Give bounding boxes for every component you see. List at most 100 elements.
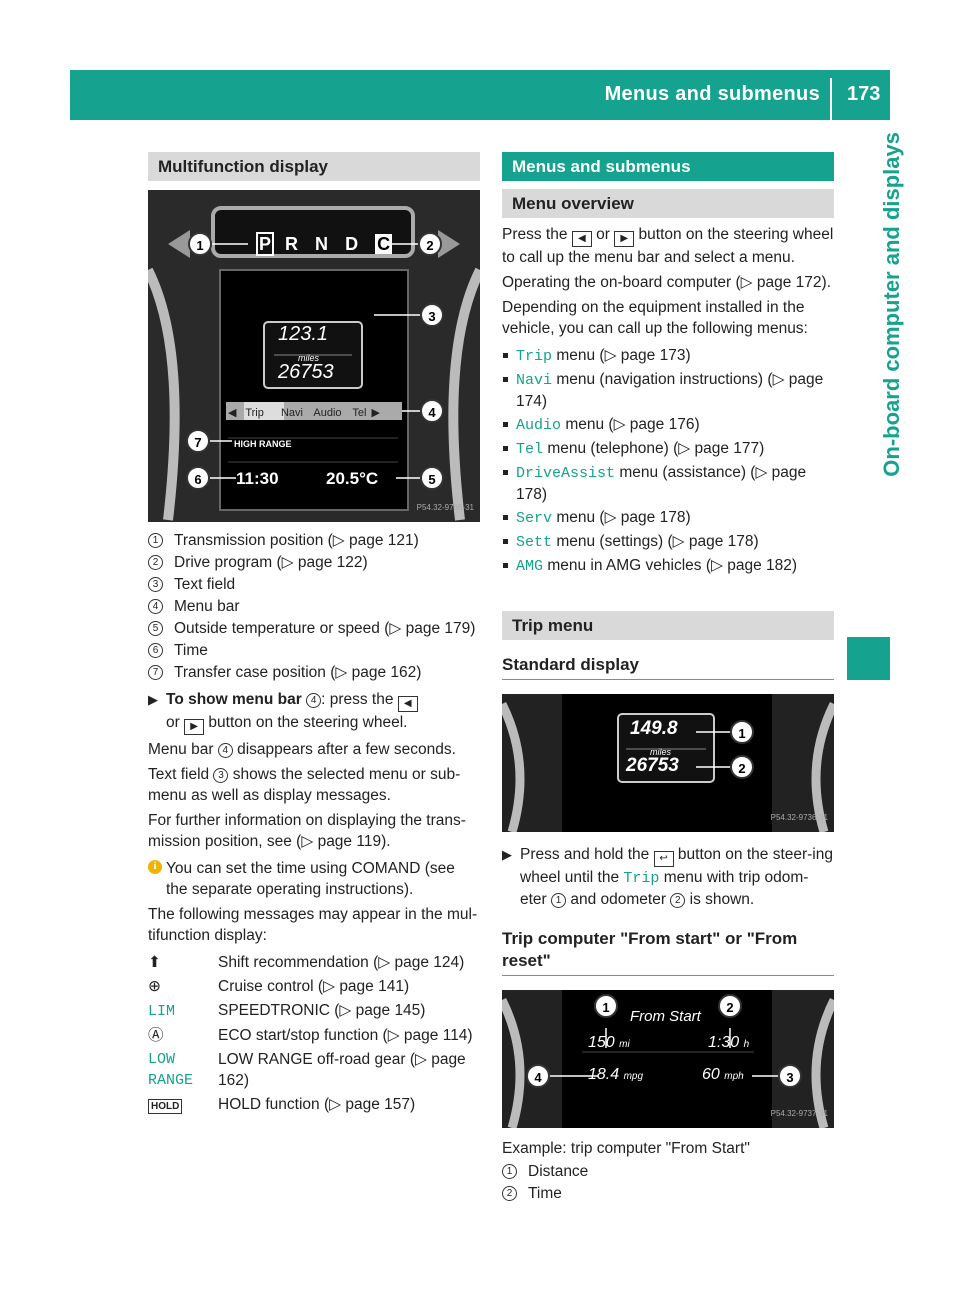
instruction-step: ▶ To show menu bar 4: press the ◀ or ▶ b… [148, 689, 480, 735]
callout-1: 1 [188, 232, 212, 256]
legend-text: Menu bar [174, 598, 240, 615]
distance-readout: 150 mi [588, 1032, 630, 1055]
menu-name: Navi [516, 372, 553, 389]
menu-desc: menu in AMG vehicles (▷ page 182) [547, 557, 798, 574]
callout-2: 2 [730, 755, 754, 779]
legend-number: 4 [148, 599, 163, 614]
legend-item: 1 Distance [502, 1161, 834, 1182]
instruction-step: ▶ Press and hold the ↩ button on the ste… [502, 844, 834, 910]
info-note: i You can set the time using COMAND (see… [148, 858, 480, 900]
paragraph: Text field 3 shows the selected menu or … [148, 764, 480, 806]
menu-name: Audio [516, 417, 562, 434]
legend-number: 1 [148, 533, 163, 548]
step-arrow-icon: ▶ [502, 847, 512, 862]
odometer-value: 26753 [626, 755, 679, 776]
distance-unit: mi [619, 1039, 630, 1050]
callout-4: 4 [420, 399, 444, 423]
info-text: You can set the time using COMAND (see t… [166, 860, 455, 898]
lim-symbol: LIM [148, 1003, 176, 1020]
callout-5: 5 [420, 466, 444, 490]
left-button-icon: ◀ [397, 696, 418, 712]
consumption-unit: mpg [623, 1071, 644, 1082]
para-text: disappears after a few seconds. [237, 741, 456, 758]
menu-desc: menu (telephone) (▷ page 177) [547, 440, 765, 457]
legend-number: 2 [502, 1186, 517, 1201]
list-item: Trip menu (▷ page 173) [502, 345, 834, 367]
section-heading: Menus and submenus [502, 152, 834, 181]
subheading-trip-computer: Trip computer "From start" or "From rese… [502, 928, 834, 976]
callout-1: 1 [730, 720, 754, 744]
callout-7: 7 [186, 429, 210, 453]
message-table: ⬆ Shift recommendation (▷ page 124) ⊕ Cr… [148, 952, 480, 1115]
menu-name: Trip [623, 870, 660, 887]
message-text: Shift recommendation (▷ page 124) [218, 954, 465, 971]
callout-4: 4 [526, 1064, 550, 1088]
legend-number: 6 [148, 643, 163, 658]
ref-number: 4 [217, 743, 233, 758]
menu-name: Serv [516, 510, 553, 527]
step-text: button on the steer-ing wheel until the [520, 846, 833, 886]
left-column: Multifunction display [148, 152, 480, 1118]
step-text: and odometer [570, 891, 666, 908]
legend-text: Transfer case position (▷ page 162) [174, 664, 422, 681]
step-text: is shown. [689, 891, 755, 908]
step-text: Press and hold the [520, 846, 650, 863]
section-heading: Multifunction display [148, 152, 480, 181]
eco-start-stop-icon: Ⓐ [148, 1027, 164, 1044]
legend-number: 3 [148, 577, 163, 592]
legend-item: 4 Menu bar [148, 596, 480, 617]
gear-indicator: P R N D C [256, 232, 393, 256]
callout-1: 1 [594, 994, 618, 1018]
menu-name: DriveAssist [516, 465, 616, 482]
legend-number: 1 [502, 1164, 517, 1179]
legend-text: Distance [528, 1163, 589, 1180]
message-row: Ⓐ ECO start/stop function (▷ page 114) [148, 1025, 480, 1046]
message-row: ⬆ Shift recommendation (▷ page 124) [148, 952, 480, 973]
trip-computer-figure: From Start 150 mi 1:30 h 18.4 mpg 60 mph… [502, 990, 834, 1128]
low-range-symbol: LOW RANGE [148, 1051, 194, 1089]
menu-name: AMG [516, 558, 544, 575]
right-column: Menus and submenus Menu overview Press t… [502, 152, 834, 1205]
trip-computer-illustration [502, 990, 834, 1128]
paragraph: Menu bar 4 disappears after a few second… [148, 739, 480, 760]
time-unit: h [743, 1039, 750, 1050]
step-text-3: button on the steering wheel. [208, 714, 408, 731]
message-row: LOW RANGE LOW RANGE off-road gear (▷ pag… [148, 1049, 480, 1091]
step-number: 4 [306, 693, 322, 708]
para-text: or [596, 226, 610, 243]
page-number: 173 [847, 83, 881, 105]
para-text: button on the steering wheel to call up … [502, 226, 834, 266]
menu-tab-tel: Tel [352, 407, 367, 419]
distance-value: 150 [588, 1034, 615, 1051]
legend-text: Outside temperature or speed (▷ page 179… [174, 620, 476, 637]
message-row: LIM SPEEDTRONIC (▷ page 145) [148, 1000, 480, 1022]
subsection-heading: Menu overview [502, 189, 834, 218]
header-divider [830, 78, 832, 120]
right-button-icon: ▶ [184, 719, 205, 735]
speed-value: 60 [702, 1066, 720, 1083]
menu-bar: ◀ Trip Navi Audio Tel ▶ [228, 403, 380, 424]
trip-value: 149.8 [630, 718, 678, 739]
paragraph: For further information on displaying th… [148, 812, 466, 850]
menu-desc: menu (settings) (▷ page 178) [556, 533, 759, 550]
temp-display: 20.5°C [326, 469, 379, 488]
speed-readout: 60 mph [702, 1064, 744, 1087]
message-text: Cruise control (▷ page 141) [218, 978, 410, 995]
shift-recommendation-icon: ⬆ [148, 954, 161, 971]
callout-3: 3 [778, 1064, 802, 1088]
info-icon: i [148, 860, 162, 874]
ref-number: 1 [551, 893, 567, 908]
paragraph: The following messages may appear in the… [148, 906, 478, 944]
list-item: Sett menu (settings) (▷ page 178) [502, 531, 834, 553]
hold-icon: HOLD [148, 1099, 183, 1114]
cruise-control-icon: ⊕ [148, 978, 161, 995]
odometer-value: 26753 [278, 361, 334, 383]
consumption-value: 18.4 [588, 1066, 620, 1083]
menu-desc: menu (navigation instructions) (▷ page 1… [516, 371, 824, 410]
trip-display-figure: 149.8 miles 26753 1 2 P54.32-9736-31 [502, 694, 834, 832]
